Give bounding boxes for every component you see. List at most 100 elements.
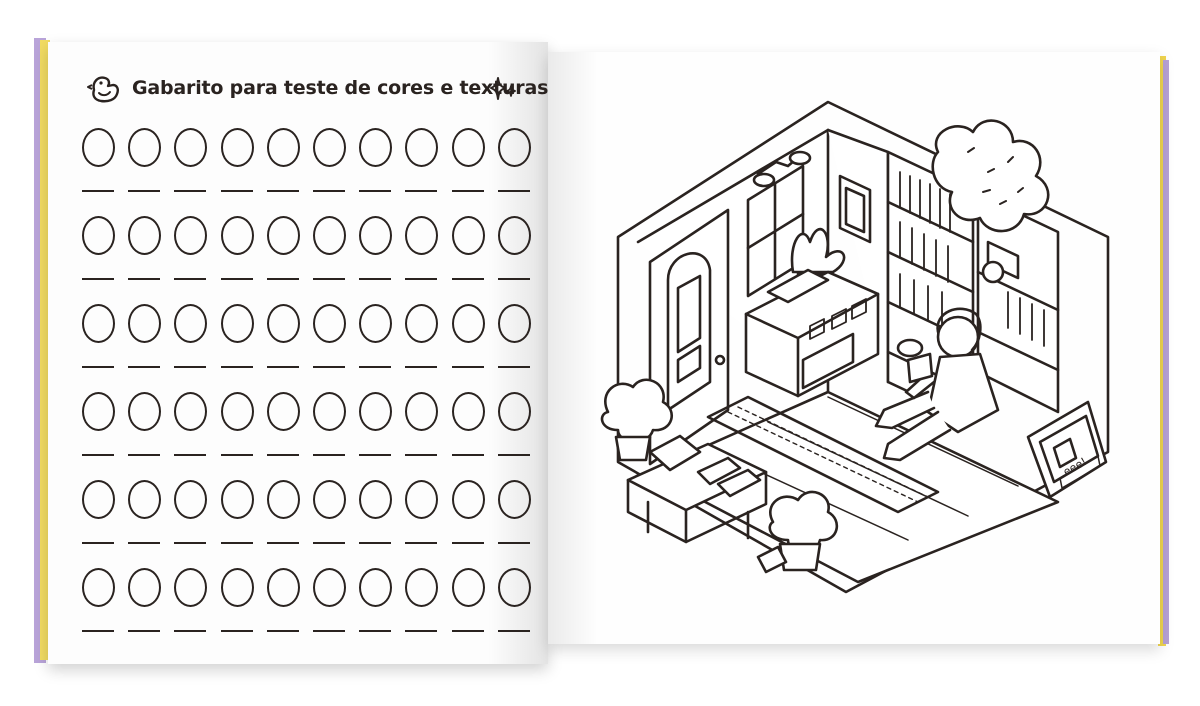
swatch-line bbox=[266, 454, 299, 456]
swatch-line bbox=[174, 542, 207, 544]
swatch-cell bbox=[126, 388, 166, 458]
swatch-line bbox=[220, 366, 253, 368]
swatch-circle bbox=[128, 568, 162, 607]
swatch-cell bbox=[311, 212, 351, 282]
swatch-circle bbox=[313, 392, 346, 431]
swatch-circle bbox=[497, 304, 531, 343]
swatch-cell bbox=[265, 124, 305, 194]
swatch-cell bbox=[172, 388, 212, 458]
swatch-cell bbox=[496, 476, 536, 546]
swatch-circle bbox=[405, 304, 439, 343]
swatch-cell bbox=[450, 212, 490, 282]
swatch-line bbox=[359, 630, 392, 632]
swatch-line bbox=[220, 190, 253, 192]
swatch-line bbox=[497, 454, 530, 456]
swatch-line bbox=[266, 278, 299, 280]
swatch-line bbox=[82, 630, 114, 632]
swatch-circle bbox=[220, 216, 254, 255]
swatch-cell bbox=[219, 300, 259, 370]
swatch-line bbox=[128, 278, 161, 280]
swatch-circle bbox=[313, 216, 346, 255]
swatch-line bbox=[128, 542, 161, 544]
swatch-line bbox=[405, 454, 438, 456]
swatch-circle bbox=[220, 304, 254, 343]
swatch-circle bbox=[220, 128, 254, 167]
swatch-line bbox=[359, 366, 392, 368]
swatch-line bbox=[82, 278, 114, 280]
swatch-cell bbox=[403, 564, 443, 634]
swatch-cell bbox=[126, 124, 166, 194]
swatch-circle bbox=[174, 480, 208, 519]
swatch-circle bbox=[359, 304, 393, 343]
swatch-line bbox=[220, 542, 253, 544]
swatch-line bbox=[313, 454, 345, 456]
swatch-cell bbox=[496, 388, 536, 458]
swatch-circle bbox=[266, 568, 300, 607]
swatch-line bbox=[174, 278, 207, 280]
swatch-circle bbox=[82, 392, 115, 431]
swatch-circle bbox=[405, 480, 439, 519]
swatch-cell bbox=[450, 124, 490, 194]
book-edge-yellow-left bbox=[40, 40, 50, 660]
swatch-circle bbox=[359, 128, 393, 167]
swatch-line bbox=[405, 630, 438, 632]
swatch-cell bbox=[265, 476, 305, 546]
swatch-circle bbox=[82, 568, 115, 607]
swatch-line bbox=[359, 454, 392, 456]
swatch-line bbox=[128, 454, 161, 456]
swatch-line bbox=[451, 454, 484, 456]
swatch-circle bbox=[82, 480, 115, 519]
swatch-circle bbox=[497, 216, 531, 255]
duck-icon bbox=[87, 76, 119, 103]
swatch-line bbox=[497, 630, 530, 632]
swatch-cell bbox=[357, 300, 397, 370]
swatch-circle bbox=[220, 480, 254, 519]
swatch-cell bbox=[450, 388, 490, 458]
swatch-cell bbox=[496, 564, 536, 634]
swatch-line bbox=[82, 454, 114, 456]
swatch-line bbox=[82, 190, 114, 192]
swatch-circle bbox=[313, 568, 346, 607]
swatch-circle bbox=[174, 568, 208, 607]
swatch-line bbox=[451, 630, 484, 632]
swatch-cell bbox=[219, 212, 259, 282]
swatch-cell bbox=[450, 476, 490, 546]
swatch-cell bbox=[311, 476, 351, 546]
swatch-line bbox=[266, 190, 299, 192]
swatch-cell bbox=[403, 300, 443, 370]
swatch-cell bbox=[357, 388, 397, 458]
swatch-line bbox=[497, 366, 530, 368]
swatch-line bbox=[405, 542, 438, 544]
swatch-cell bbox=[496, 212, 536, 282]
swatch-circle bbox=[266, 304, 300, 343]
swatch-line bbox=[313, 366, 345, 368]
swatch-circle bbox=[128, 128, 162, 167]
swatch-circle bbox=[451, 392, 485, 431]
swatch-cell bbox=[496, 300, 536, 370]
swatch-cell bbox=[265, 564, 305, 634]
swatch-cell bbox=[126, 300, 166, 370]
swatch-cell bbox=[80, 124, 120, 194]
swatch-cell bbox=[219, 476, 259, 546]
swatch-line bbox=[497, 542, 530, 544]
swatch-circle bbox=[359, 392, 393, 431]
swatch-line bbox=[497, 190, 530, 192]
swatch-cell bbox=[265, 212, 305, 282]
swatch-line bbox=[405, 366, 438, 368]
swatch-cell bbox=[357, 564, 397, 634]
swatch-circle bbox=[359, 480, 393, 519]
swatch-circle bbox=[128, 216, 162, 255]
swatch-cell bbox=[265, 388, 305, 458]
room-illustration: eee! bbox=[600, 100, 1110, 594]
swatch-circle bbox=[128, 480, 162, 519]
swatch-line bbox=[82, 366, 114, 368]
swatch-circle bbox=[220, 392, 254, 431]
swatch-cell bbox=[403, 476, 443, 546]
swatch-cell bbox=[450, 564, 490, 634]
swatch-cell bbox=[80, 300, 120, 370]
swatch-line bbox=[451, 542, 484, 544]
swatch-line bbox=[359, 278, 392, 280]
swatch-circle bbox=[220, 568, 254, 607]
swatch-cell bbox=[172, 212, 212, 282]
swatch-cell bbox=[172, 564, 212, 634]
